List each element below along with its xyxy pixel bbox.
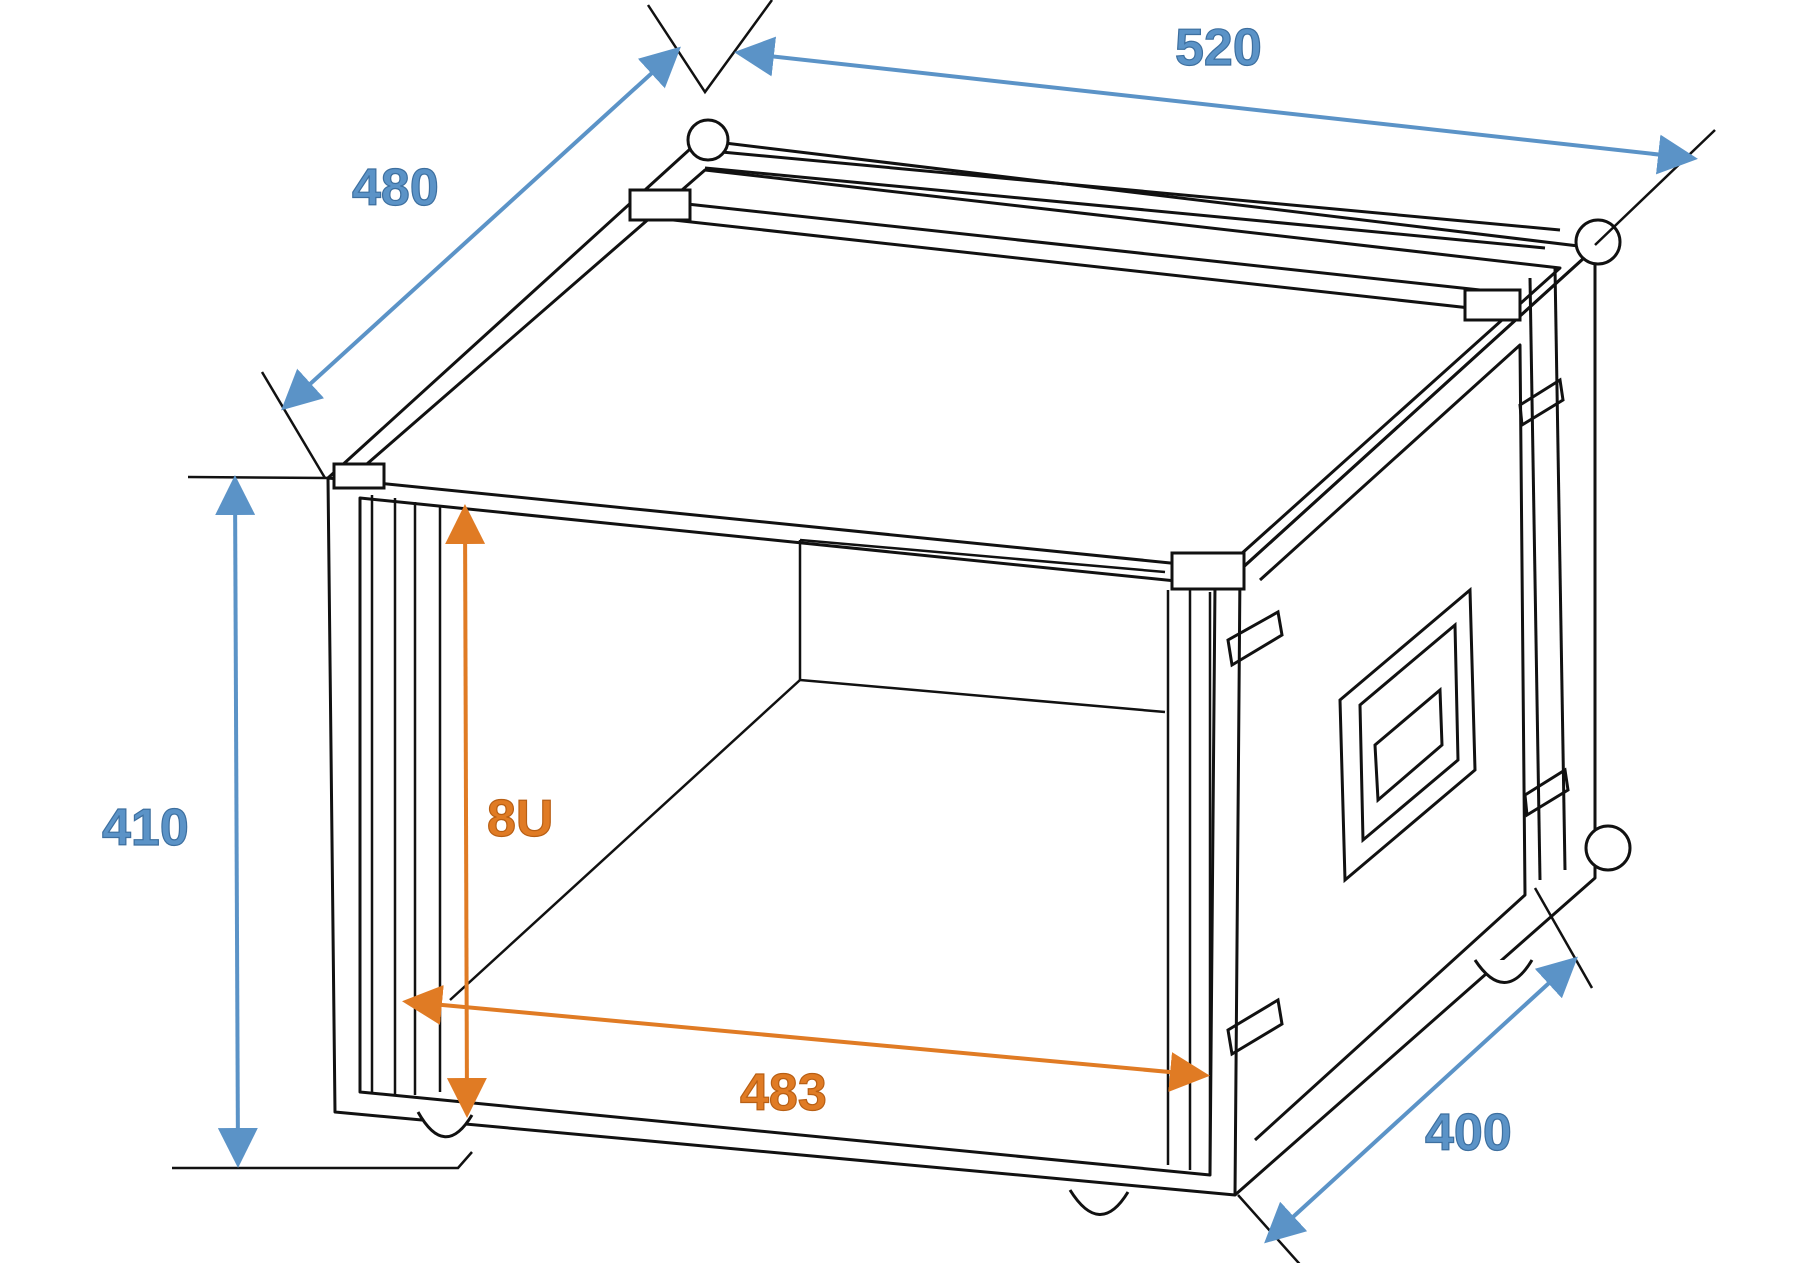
ext-bottom-right-a <box>1237 1194 1305 1268</box>
side-handle <box>1338 586 1477 884</box>
ext-height-bottom <box>172 1151 473 1170</box>
corner-top-back-left <box>686 118 730 162</box>
corner-front-top-left <box>332 462 386 490</box>
label-rack-units-8u: 8U <box>487 790 553 848</box>
foot-middle <box>1068 1189 1130 1216</box>
orange-dimensions <box>402 504 1210 1118</box>
dim-arrow-520 <box>734 36 1698 175</box>
right-back-post <box>1528 277 1542 881</box>
dim-arrow-410 <box>215 475 258 1168</box>
interior-right-top <box>799 538 1166 574</box>
feet <box>416 959 1534 1216</box>
top-rail-front <box>649 198 1481 292</box>
top-face <box>326 138 1597 572</box>
right-side-inner <box>1253 343 1527 1142</box>
right-back-post-2 <box>1553 267 1567 871</box>
interior-back-top <box>798 540 1166 714</box>
latch-back-lower <box>1523 767 1570 818</box>
dim-arrow-483 <box>402 985 1210 1092</box>
case-interior <box>449 538 1166 1001</box>
latches <box>1226 377 1570 1057</box>
foot-left <box>416 1111 474 1139</box>
handle-plate-outer <box>1338 586 1477 884</box>
foot-right <box>1473 959 1534 984</box>
blue-dimensions <box>215 36 1698 1244</box>
label-rack-width-483: 483 <box>740 1064 827 1122</box>
corner-bottom-back-right <box>1584 824 1632 872</box>
ext-bottom-right-b <box>1533 887 1594 989</box>
dim-arrow-8u <box>445 504 487 1118</box>
handle-plate-inner <box>1358 621 1460 844</box>
latch-side-upper <box>1226 609 1284 668</box>
top-inner-edge <box>359 168 1562 557</box>
corners <box>332 118 1632 872</box>
corner-top-back-bracket <box>628 188 692 222</box>
front-opening <box>358 496 1217 1177</box>
ext-top-left <box>646 0 774 95</box>
top-rail-back-2 <box>704 166 1546 250</box>
corner-front-top-right <box>1170 551 1246 591</box>
right-side-face <box>1234 246 1597 1197</box>
top-rail-front-2 <box>654 216 1471 310</box>
corner-top-right-bracket <box>1463 288 1522 322</box>
dim-arrow-480 <box>281 46 681 411</box>
latch-back-upper <box>1518 377 1565 428</box>
label-height-410: 410 <box>102 799 189 857</box>
ext-height-top <box>187 475 329 480</box>
dim-arrow-400 <box>1264 956 1578 1244</box>
handle-grip <box>1373 686 1444 804</box>
ext-left-top <box>260 371 327 479</box>
interior-floor-left <box>449 679 801 1001</box>
label-depth-400: 400 <box>1425 1104 1512 1162</box>
label-depth-480: 480 <box>352 159 439 217</box>
ext-top-right <box>1594 129 1716 246</box>
label-width-520: 520 <box>1175 19 1262 77</box>
rack-rails <box>370 495 1212 1172</box>
